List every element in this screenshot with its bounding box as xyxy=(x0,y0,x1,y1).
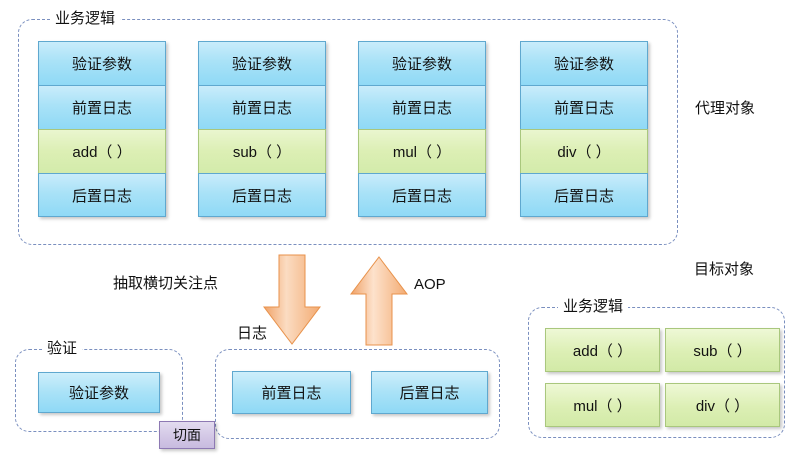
proxy-cell-before-log: 前置日志 xyxy=(198,85,326,129)
proxy-business-logic-label: 业务逻辑 xyxy=(50,10,121,28)
proxy-cell-after-log: 后置日志 xyxy=(520,173,648,217)
proxy-cell-validate-params: 验证参数 xyxy=(358,41,486,85)
down-arrow-icon xyxy=(262,254,322,345)
before-log-box: 前置日志 xyxy=(232,371,351,414)
target-method-sub: sub（ ） xyxy=(665,328,780,372)
aspect-badge: 切面 xyxy=(159,421,215,449)
validate-aspect-container xyxy=(15,349,183,432)
proxy-cell-method-mul: mul（ ） xyxy=(358,129,486,173)
log-aspect-container xyxy=(215,349,500,439)
target-method-div: div（ ） xyxy=(665,383,780,427)
extract-crosscutting-concern-label: 抽取横切关注点 xyxy=(113,275,219,292)
target-method-mul: mul（ ） xyxy=(545,383,660,427)
proxy-cell-after-log: 后置日志 xyxy=(38,173,166,217)
proxy-object-label: 代理对象 xyxy=(695,100,756,117)
validate-group-label: 验证 xyxy=(42,340,83,358)
proxy-cell-validate-params: 验证参数 xyxy=(520,41,648,85)
proxy-cell-validate-params: 验证参数 xyxy=(38,41,166,85)
target-business-logic-container xyxy=(528,307,785,438)
proxy-cell-before-log: 前置日志 xyxy=(358,85,486,129)
proxy-method-column-add: 验证参数 前置日志 add（ ） 后置日志 xyxy=(38,41,166,217)
proxy-cell-method-add: add（ ） xyxy=(38,129,166,173)
validate-params-box: 验证参数 xyxy=(38,372,160,413)
target-object-label: 目标对象 xyxy=(694,261,755,278)
up-arrow-icon xyxy=(349,256,409,346)
proxy-cell-before-log: 前置日志 xyxy=(520,85,648,129)
proxy-cell-method-div: div（ ） xyxy=(520,129,648,173)
proxy-cell-method-sub: sub（ ） xyxy=(198,129,326,173)
proxy-cell-after-log: 后置日志 xyxy=(358,173,486,217)
proxy-cell-validate-params: 验证参数 xyxy=(198,41,326,85)
proxy-cell-after-log: 后置日志 xyxy=(198,173,326,217)
log-group-label: 日志 xyxy=(232,325,273,343)
proxy-object-container xyxy=(18,19,678,245)
proxy-method-column-sub: 验证参数 前置日志 sub（ ） 后置日志 xyxy=(198,41,326,217)
proxy-method-column-div: 验证参数 前置日志 div（ ） 后置日志 xyxy=(520,41,648,217)
aop-label: AOP xyxy=(414,276,446,293)
after-log-box: 后置日志 xyxy=(371,371,488,414)
target-business-logic-label: 业务逻辑 xyxy=(558,298,629,316)
proxy-cell-before-log: 前置日志 xyxy=(38,85,166,129)
target-method-add: add（ ） xyxy=(545,328,660,372)
proxy-method-column-mul: 验证参数 前置日志 mul（ ） 后置日志 xyxy=(358,41,486,217)
